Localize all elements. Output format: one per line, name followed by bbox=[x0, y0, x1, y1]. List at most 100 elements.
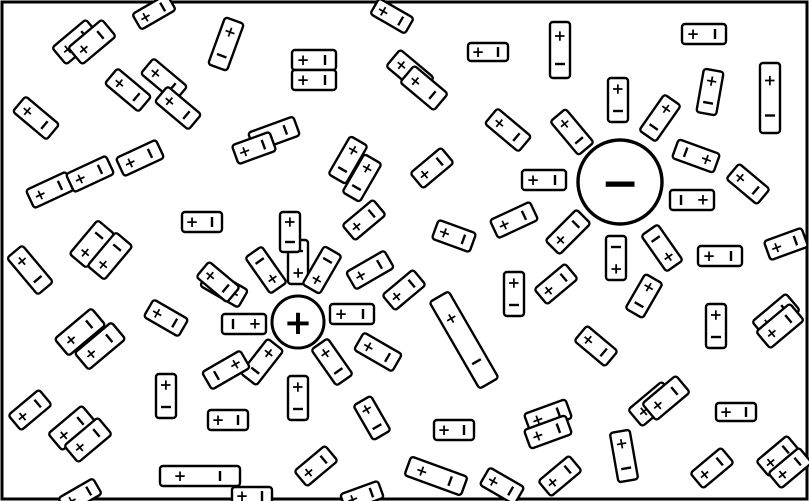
dipole: + bbox=[610, 430, 638, 483]
dipole: + bbox=[410, 147, 453, 188]
plus-sign: + bbox=[703, 247, 716, 265]
dipole: + bbox=[354, 332, 402, 371]
dipole-body bbox=[550, 109, 594, 156]
dipole-field: + + + + + + + + + + + + + + + + + + + + + + + + + + + + + + + + + + + + + + + +… bbox=[7, 0, 809, 501]
dipole: + bbox=[706, 304, 726, 348]
plus-sign: + bbox=[505, 277, 523, 290]
plus-sign: + bbox=[472, 43, 485, 61]
dipole: + bbox=[116, 140, 164, 177]
dipole: + bbox=[68, 19, 116, 64]
dipole-body bbox=[429, 291, 498, 389]
plus-sign: + bbox=[297, 51, 310, 69]
dipole: + bbox=[160, 466, 240, 486]
dipole: + bbox=[696, 69, 723, 116]
dipole: + bbox=[8, 389, 51, 430]
dipole: + bbox=[522, 170, 566, 190]
dipole: + bbox=[58, 478, 102, 501]
plus-sign: + bbox=[297, 71, 310, 89]
dipole: + bbox=[202, 350, 250, 389]
dipole-body bbox=[400, 65, 448, 110]
dipole: + bbox=[641, 224, 683, 272]
plus-sign: + bbox=[174, 467, 187, 485]
plus-sign: + bbox=[212, 411, 225, 429]
dipole: + bbox=[280, 212, 300, 252]
dipole: + bbox=[639, 94, 681, 142]
dipole: + bbox=[434, 420, 474, 440]
dipole-body bbox=[160, 466, 240, 486]
dipole-body bbox=[7, 245, 53, 295]
minus-sign bbox=[621, 467, 631, 469]
plus-sign: + bbox=[761, 74, 779, 87]
dipole-body bbox=[485, 108, 532, 152]
dipole-body bbox=[726, 163, 769, 204]
dipole: + bbox=[382, 269, 425, 310]
plus-sign: + bbox=[335, 305, 348, 323]
negative-charge: − bbox=[578, 140, 662, 224]
dipole: + bbox=[764, 228, 808, 260]
dipole-body bbox=[639, 94, 681, 142]
plus-sign: + bbox=[438, 421, 451, 439]
plus-sign: + bbox=[527, 171, 540, 189]
dipole: + bbox=[606, 236, 626, 280]
plus-sign: + bbox=[236, 487, 249, 501]
dipole: + bbox=[144, 299, 189, 336]
dipole: + bbox=[400, 65, 448, 110]
dipole-body bbox=[13, 96, 60, 140]
dipole: + bbox=[760, 63, 780, 133]
dipole: + bbox=[574, 325, 617, 366]
dipole: + bbox=[485, 108, 532, 152]
plus-sign: + bbox=[697, 191, 710, 209]
dipole: + bbox=[682, 24, 726, 44]
dipole: + bbox=[756, 303, 804, 348]
plus-sign: + bbox=[186, 213, 199, 231]
dipole: + bbox=[550, 109, 594, 156]
plus-sign: + bbox=[289, 267, 307, 280]
plus-sign: + bbox=[289, 381, 307, 394]
dipole: + bbox=[245, 246, 287, 294]
dipole: + bbox=[550, 22, 570, 78]
plus-sign: + bbox=[609, 83, 627, 96]
dipole: + bbox=[294, 445, 337, 486]
dipole: + bbox=[642, 375, 690, 420]
dipole: + bbox=[232, 487, 272, 501]
plus-sign: + bbox=[249, 315, 262, 333]
dipole: + bbox=[156, 374, 176, 418]
dipole: + bbox=[7, 245, 53, 295]
dipole: + bbox=[726, 163, 769, 204]
dipole: + bbox=[330, 304, 374, 324]
dipole: + bbox=[208, 17, 244, 71]
dipole: + bbox=[182, 212, 222, 232]
dipole: + bbox=[698, 246, 742, 266]
plus-sign: + bbox=[707, 309, 725, 322]
dipole: + bbox=[13, 96, 60, 140]
dipole-body bbox=[196, 261, 239, 302]
dipole: + bbox=[504, 272, 524, 316]
plus-sign: + bbox=[687, 25, 700, 43]
dipole: + bbox=[670, 190, 714, 210]
dipole: + bbox=[288, 376, 308, 420]
dipole: + bbox=[292, 70, 336, 90]
dipole: + bbox=[66, 156, 114, 193]
charge-sign: + bbox=[284, 303, 313, 343]
dipole: + bbox=[292, 50, 336, 70]
charge-sign: − bbox=[601, 156, 640, 210]
dipole-body bbox=[756, 303, 804, 348]
dipole: + bbox=[432, 220, 476, 252]
positive-charge: + bbox=[272, 296, 324, 348]
dipole: + bbox=[480, 467, 525, 501]
plus-sign: + bbox=[720, 403, 733, 421]
dipole: + bbox=[672, 139, 720, 173]
dipole-body bbox=[574, 325, 617, 366]
dipole: + bbox=[370, 0, 414, 34]
plus-sign: + bbox=[281, 216, 299, 229]
dipole: + bbox=[404, 456, 467, 495]
dipole: + bbox=[132, 0, 176, 30]
minus-sign bbox=[703, 102, 713, 104]
dipole: + bbox=[208, 410, 248, 430]
plus-sign: + bbox=[157, 379, 175, 392]
plus-sign: + bbox=[607, 263, 625, 276]
dipole: + bbox=[534, 263, 577, 304]
dipole: + bbox=[346, 250, 394, 289]
dipole: + bbox=[222, 314, 266, 334]
